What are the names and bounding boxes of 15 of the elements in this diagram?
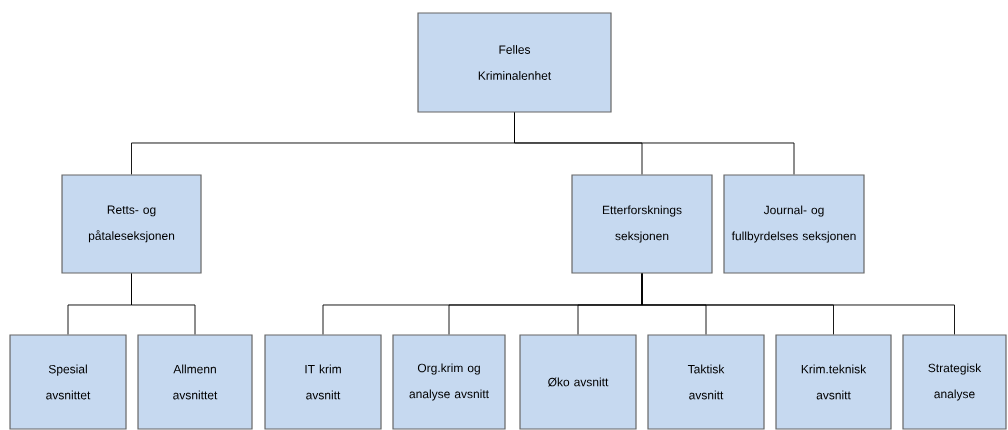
org-box: Journal- og fullbyrdelses seksjonen <box>723 174 865 274</box>
org-box: Org.krim og analyse avsnitt <box>392 334 506 430</box>
org-box: IT krim avsnitt <box>264 334 382 430</box>
org-box: Spesial avsnittet <box>9 334 127 430</box>
org-box: Krim.teknisk avsnitt <box>775 334 892 430</box>
connector-line <box>514 112 795 175</box>
org-box: Retts- og påtaleseksjonen <box>61 174 202 274</box>
org-box: Etterforsknings seksjonen <box>571 174 713 274</box>
org-box: Felles Kriminalenhet <box>417 12 612 113</box>
org-box: Øko avsnitt <box>519 334 637 430</box>
org-box: Allmenn avsnittet <box>137 334 253 430</box>
org-box: Strategisk analyse <box>902 334 1007 430</box>
connector-line <box>131 273 196 335</box>
org-box: Taktisk avsnitt <box>647 334 765 430</box>
connector-line <box>641 273 955 335</box>
